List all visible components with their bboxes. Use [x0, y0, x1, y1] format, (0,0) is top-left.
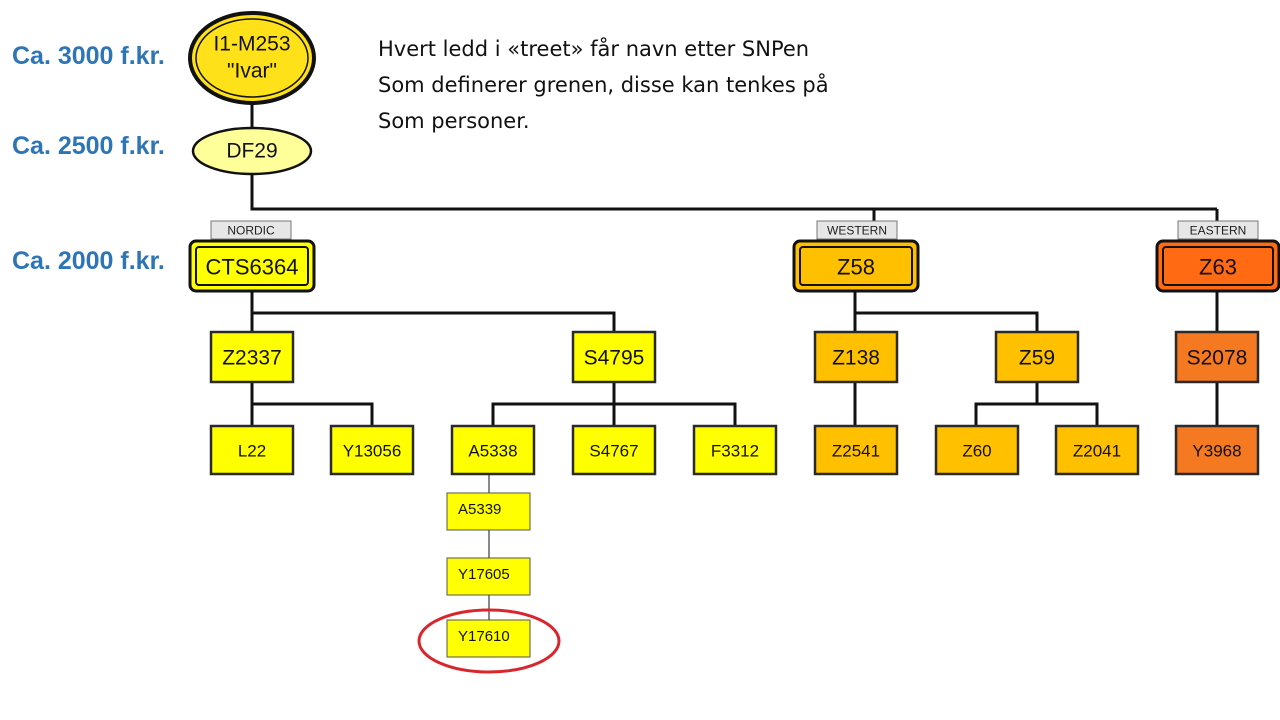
- node-z58-outer-frame: [792, 239, 920, 293]
- node-a5339-label: A5339: [458, 501, 501, 518]
- node-y17610: Y17610: [417, 608, 561, 674]
- node-l22-box: [209, 424, 295, 476]
- node-z2541-box: [813, 424, 899, 476]
- node-y13056-label: Y13056: [343, 442, 402, 461]
- root-label-line-2: "Ivar": [227, 60, 277, 83]
- node-z60: Z60: [934, 424, 1020, 476]
- node-s4767: S4767: [571, 424, 657, 476]
- node-y17605-box: [446, 557, 531, 596]
- node-y13056-box: [329, 424, 415, 476]
- explanation-line-1: Hvert ledd i «treet» får navn etter SNPe…: [378, 37, 810, 61]
- node-z63-outer-frame: [1155, 239, 1280, 293]
- explanation-line-3: Som personer.: [378, 109, 530, 133]
- node-cts6364-inner-frame: [195, 246, 309, 286]
- node-z2337-label: Z2337: [222, 347, 282, 370]
- highlight-circle: [417, 608, 561, 674]
- tag-nordic-label: NORDIC: [227, 224, 275, 238]
- node-z60-box: [934, 424, 1020, 476]
- node-z60-label: Z60: [962, 442, 991, 461]
- root-ellipse: [188, 11, 316, 105]
- node-y3968-box: [1174, 424, 1260, 476]
- node-z58: Z58: [792, 239, 920, 293]
- node-s4795-box: [571, 330, 657, 384]
- edge-cts6364-children: [250, 289, 616, 336]
- node-cts6364-outer-frame: [188, 239, 316, 293]
- node-cts6364-label: CTS6364: [206, 255, 299, 280]
- root-label-line-1: I1-M253: [213, 33, 290, 56]
- df29-label: DF29: [226, 140, 277, 163]
- explanation-line-2: Som definerer grenen, disse kan tenkes p…: [378, 73, 829, 97]
- edge-z2337-children: [250, 381, 374, 426]
- tag-eastern-box: [1177, 220, 1259, 240]
- tag-eastern: EASTERN: [1177, 220, 1259, 240]
- node-a5338-box: [450, 424, 536, 476]
- node-z2337-box: [209, 330, 295, 384]
- node-s2078-box: [1174, 330, 1260, 384]
- node-a5339-box: [446, 492, 531, 531]
- node-l22-label: L22: [238, 442, 266, 461]
- edge-df29-branches: [250, 172, 1217, 211]
- node-s4767-box: [571, 424, 657, 476]
- node-z2541-label: Z2541: [832, 442, 880, 461]
- node-y17605-label: Y17605: [458, 566, 510, 583]
- edge-z58-children: [853, 289, 1039, 336]
- node-s4795: S4795: [571, 330, 657, 384]
- node-s4767-label: S4767: [589, 442, 638, 461]
- node-z63: Z63: [1155, 239, 1280, 293]
- node-z138: Z138: [813, 330, 899, 384]
- tag-eastern-label: EASTERN: [1190, 224, 1247, 238]
- node-y17610-box: [446, 619, 531, 658]
- node-z2041: Z2041: [1054, 424, 1140, 476]
- tag-nordic: NORDIC: [210, 220, 292, 240]
- node-y13056: Y13056: [329, 424, 415, 476]
- era-label-2000: Ca. 2000 f.kr.: [12, 247, 165, 275]
- node-z63-label: Z63: [1199, 255, 1237, 280]
- explanation-text: Hvert ledd i «treet» får navn etter SNPe…: [378, 31, 829, 139]
- node-z138-box: [813, 330, 899, 384]
- node-s2078: S2078: [1174, 330, 1260, 384]
- tag-nordic-box: [210, 220, 292, 240]
- tag-western-label: WESTERN: [827, 224, 887, 238]
- node-f3312-label: F3312: [711, 442, 759, 461]
- node-z2541: Z2541: [813, 424, 899, 476]
- node-z58-inner-frame: [799, 246, 913, 286]
- node-a5338: A5338: [450, 424, 536, 476]
- node-z2337: Z2337: [209, 330, 295, 384]
- node-a5339: A5339: [446, 492, 531, 531]
- node-s2078-label: S2078: [1187, 347, 1248, 370]
- df29-ellipse: [191, 126, 313, 176]
- node-z59-box: [994, 330, 1080, 384]
- node-z2041-label: Z2041: [1073, 442, 1121, 461]
- edge-z59-children: [974, 402, 1099, 426]
- node-z58-label: Z58: [837, 255, 875, 280]
- node-y17610-label: Y17610: [458, 628, 510, 645]
- tag-western-box: [816, 220, 898, 240]
- tag-western: WESTERN: [816, 220, 898, 240]
- node-z138-label: Z138: [832, 347, 880, 370]
- root-ellipse-inner-ring: [195, 18, 309, 98]
- era-label-3000: Ca. 3000 f.kr.: [12, 42, 165, 70]
- node-a5338-label: A5338: [468, 442, 517, 461]
- node-y3968: Y3968: [1174, 424, 1260, 476]
- node-i1-m253: I1-M253 "Ivar": [188, 11, 316, 105]
- node-l22: L22: [209, 424, 295, 476]
- node-f3312-box: [692, 424, 778, 476]
- node-y17605: Y17605: [446, 557, 531, 596]
- node-z59: Z59: [994, 330, 1080, 384]
- era-label-2500: Ca. 2500 f.kr.: [12, 132, 165, 160]
- node-df29: DF29: [191, 126, 313, 176]
- node-s4795-label: S4795: [584, 347, 645, 370]
- node-z2041-box: [1054, 424, 1140, 476]
- node-f3312: F3312: [692, 424, 778, 476]
- node-z59-label: Z59: [1019, 347, 1055, 370]
- node-y3968-label: Y3968: [1192, 442, 1241, 461]
- node-z63-inner-frame: [1162, 246, 1274, 286]
- node-cts6364: CTS6364: [188, 239, 316, 293]
